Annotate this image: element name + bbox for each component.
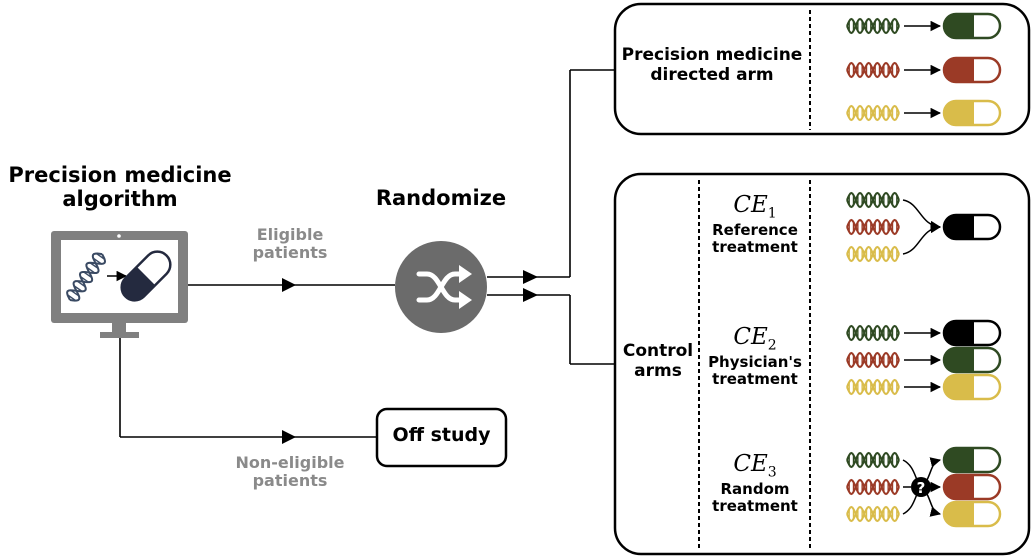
dna-icon — [846, 505, 900, 523]
pill-icon — [942, 12, 1002, 40]
unknown-assignment-icon: ? — [911, 477, 931, 497]
shuffle-icon[interactable] — [395, 241, 487, 333]
pill-icon — [942, 446, 1002, 474]
pill-icon — [942, 319, 1002, 347]
non-eligible-label: Non-eligible patients — [235, 453, 345, 491]
monitor-icon — [51, 231, 188, 338]
map-curve — [926, 493, 942, 517]
dna-icon — [846, 378, 900, 396]
dna-icon — [846, 324, 900, 342]
ce2-label: CE2 Physician's treatment — [708, 324, 802, 388]
pill-icon — [942, 346, 1002, 374]
dna-icon — [846, 17, 900, 35]
dna-icon — [846, 351, 900, 369]
dna-icon — [846, 478, 900, 496]
pill-icon — [942, 473, 1002, 501]
treatment-mapping-graphics — [846, 12, 1002, 528]
control-arms-box — [613, 172, 1031, 556]
map-curve — [926, 457, 942, 481]
pill-icon — [942, 500, 1002, 528]
off-study-box — [375, 407, 508, 468]
map-curve — [902, 222, 942, 255]
dna-icon — [846, 218, 900, 236]
dna-icon — [846, 104, 900, 122]
directed-arm-label: Precision medicine directed arm — [621, 45, 803, 85]
dna-icon — [846, 245, 900, 263]
control-arms-label: Control arms — [622, 341, 694, 381]
ce1-label: CE1 Reference treatment — [712, 192, 798, 256]
dna-icon — [66, 252, 107, 302]
pill-icon — [942, 56, 1002, 84]
randomize-title: Randomize — [375, 186, 507, 210]
pill-icon — [942, 373, 1002, 401]
dna-icon — [66, 252, 107, 302]
directed-arm-box — [613, 2, 1031, 136]
flow-arrowheads — [282, 270, 538, 444]
ce3-label: CE3 Random treatment — [712, 451, 798, 515]
flow-lines — [119, 69, 615, 438]
pill-icon — [120, 250, 172, 302]
dna-icon — [846, 451, 900, 469]
eligible-label: Eligible patients — [252, 225, 328, 263]
pill-icon — [942, 99, 1002, 127]
dna-icon — [846, 191, 900, 209]
algorithm-title: Precision medicine algorithm — [8, 163, 232, 212]
dna-icon — [846, 61, 900, 79]
off-study-label: Off study — [392, 424, 491, 446]
unknown-mark: ? — [917, 479, 926, 497]
pill-icon — [942, 213, 1002, 241]
